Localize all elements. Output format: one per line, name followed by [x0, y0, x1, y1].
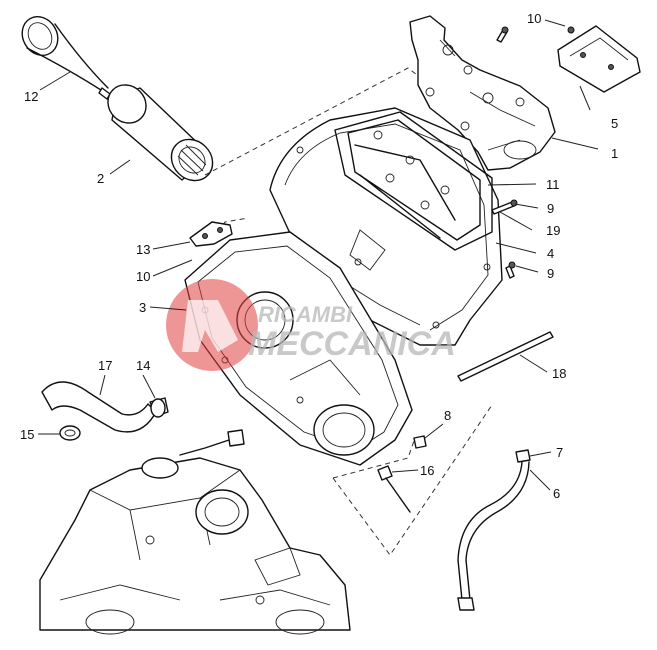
watermark-line1: RICAMBI: [258, 302, 353, 327]
callout-17: 17: [98, 358, 112, 373]
part-13-small-bracket: [189, 221, 233, 247]
callout-10-top: 10: [527, 11, 541, 26]
callout-1: 1: [611, 146, 618, 161]
callout-5: 5: [611, 116, 618, 131]
screws: [491, 26, 575, 279]
part-14-15-clamps: [59, 398, 166, 441]
callout-19: 19: [546, 223, 560, 238]
callout-9-upper: 9: [547, 201, 554, 216]
callout-13: 13: [136, 242, 150, 257]
part-6-7-drain-hose: [457, 449, 531, 611]
callout-3: 3: [139, 300, 146, 315]
callout-16: 16: [420, 463, 434, 478]
callout-18: 18: [552, 366, 566, 381]
part-8-16-fittings: [377, 435, 427, 513]
callout-12: 12: [24, 89, 38, 104]
callout-10-left: 10: [136, 269, 150, 284]
part-12-intake-funnel: [21, 16, 111, 100]
part-2-air-filter: [107, 84, 214, 182]
callout-6: 6: [553, 486, 560, 501]
part-1-bracket: [409, 15, 556, 171]
callout-14: 14: [136, 358, 150, 373]
engine-block: [39, 429, 351, 635]
callout-9-lower: 9: [547, 266, 554, 281]
watermark-line2: MECCANICA: [248, 325, 456, 363]
callout-labels: 12 2 10 5 1 11 9 19 4 9 13 10 3 18 17 14…: [20, 11, 618, 501]
part-5-cover-plate: [557, 25, 641, 93]
callout-2: 2: [97, 171, 104, 186]
part-17-breather-hose: [41, 381, 169, 433]
watermark-logo-mark: [182, 300, 238, 352]
leader-lines: [38, 19, 599, 491]
callout-8: 8: [444, 408, 451, 423]
callout-15: 15: [20, 427, 34, 442]
callout-7: 7: [556, 445, 563, 460]
watermark: RICAMBI MECCANICA: [166, 279, 456, 371]
callout-11: 11: [546, 177, 560, 192]
part-18-rod: [457, 331, 554, 382]
part-11-gasket: [334, 111, 493, 251]
callout-4: 4: [547, 246, 554, 261]
